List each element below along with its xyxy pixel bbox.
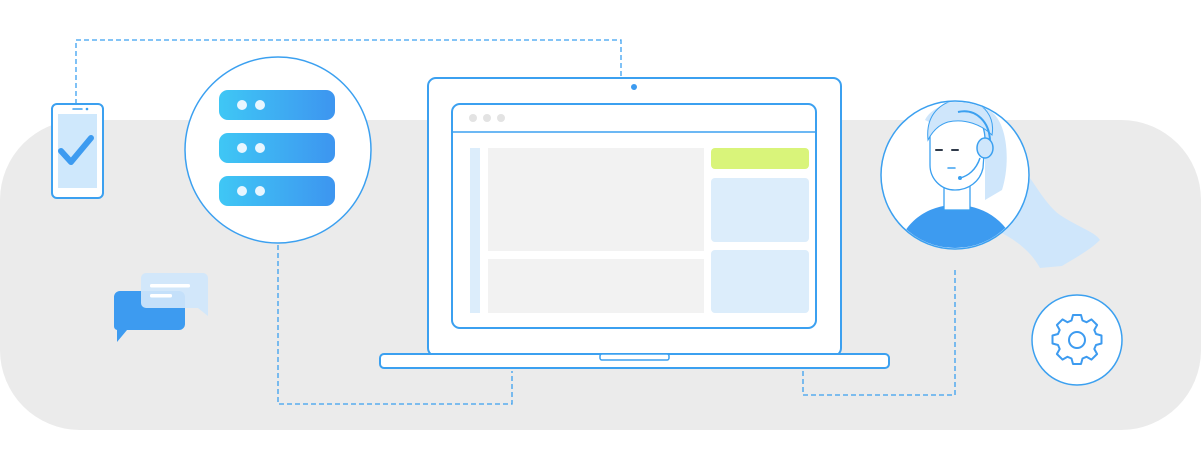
server-stack-icon — [184, 56, 372, 244]
laptop-dashboard-icon — [379, 77, 890, 369]
dashed-connectors — [75, 39, 956, 405]
chat-bubbles-icon — [113, 273, 208, 342]
dashboard-side-card — [711, 250, 809, 313]
window-dot — [469, 114, 477, 122]
server-unit — [219, 90, 335, 120]
phone-to-laptop-connector — [75, 39, 622, 104]
window-dot — [497, 114, 505, 122]
dashboard-window — [451, 103, 817, 329]
server-unit — [219, 133, 335, 163]
server-unit — [219, 176, 335, 206]
laptop-camera — [631, 84, 637, 90]
dashboard-highlight-bar — [711, 148, 809, 169]
dashboard-sidebar — [470, 148, 480, 313]
gear-icon — [1031, 294, 1123, 386]
smartphone-checkmark-icon — [51, 103, 104, 199]
window-dot — [483, 114, 491, 122]
dashboard-main-panel — [488, 148, 704, 251]
laptop-notch — [599, 353, 670, 361]
laptop-to-agent-connector — [802, 268, 956, 396]
dashboard-side-card — [711, 178, 809, 242]
dashboard-lower-panel — [488, 259, 704, 313]
server-to-laptop-connector — [277, 245, 513, 405]
